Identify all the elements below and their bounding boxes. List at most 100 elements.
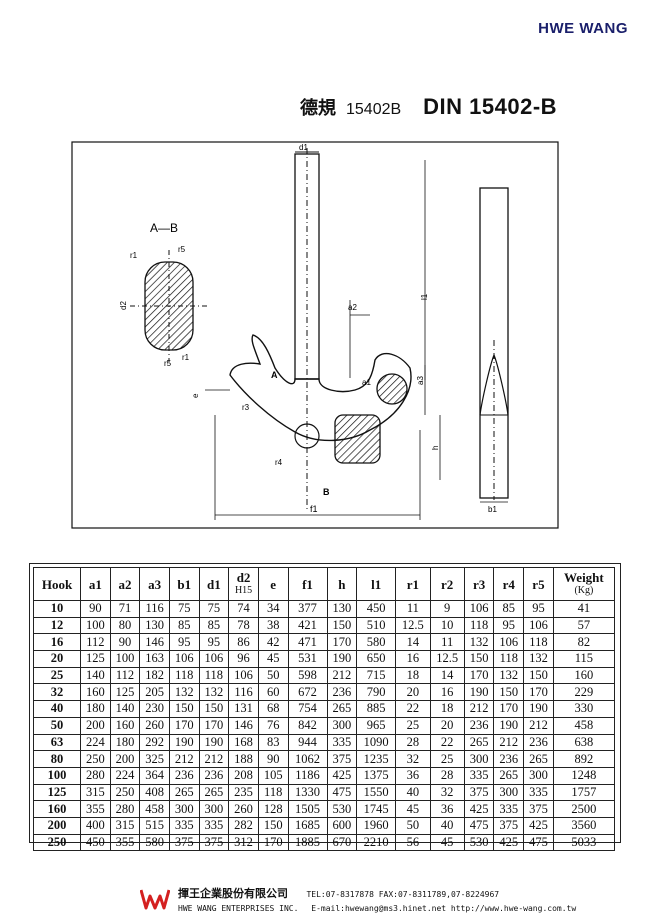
company-name-cn: 揮王企業股份有限公司: [178, 887, 288, 900]
table-cell: 408: [139, 783, 170, 802]
table-cell: 180: [80, 700, 111, 718]
table-cell: 132: [198, 683, 230, 702]
table-cell: 90: [257, 750, 289, 768]
table-cell: 50: [257, 666, 289, 685]
table-cell: 100: [109, 650, 141, 668]
table-cell: 132: [493, 666, 525, 685]
table-cell: 1330: [287, 783, 328, 802]
column-header-weight: Weight(Kg): [552, 567, 616, 601]
column-header-label: l1: [371, 576, 382, 592]
table-cell: 672: [287, 683, 328, 702]
table-cell: 12: [32, 616, 82, 635]
table-cell: 160: [552, 666, 616, 685]
table-cell: 63: [32, 733, 82, 752]
table-cell: 1550: [356, 783, 397, 802]
table-cell: 265: [493, 766, 525, 785]
table-cell: 40: [429, 816, 465, 835]
company-name-en: HWE WANG ENTERPRISES INC.: [178, 904, 299, 913]
table-cell: 125: [109, 683, 141, 702]
table-cell: 25: [395, 716, 431, 735]
svg-text:a3: a3: [416, 376, 425, 385]
svg-text:r1: r1: [130, 251, 138, 260]
table-cell: 28: [395, 733, 431, 752]
table-cell: 36: [429, 800, 465, 818]
table-cell: 20: [32, 650, 82, 668]
column-header-label: h: [338, 576, 346, 592]
column-header-label: r4: [502, 576, 515, 592]
table-cell: 11: [429, 633, 465, 652]
table-cell: 50: [395, 816, 431, 835]
svg-text:B: B: [323, 487, 330, 497]
table-cell: 95: [523, 600, 554, 618]
contact-email-web: E-mail:hwewang@ms3.hinet.net http://www.…: [311, 904, 577, 913]
table-cell: 790: [356, 683, 397, 702]
table-cell: 25: [429, 750, 465, 768]
column-header-r2: r2: [429, 567, 465, 601]
hook-body: [229, 334, 412, 442]
table-cell: 236: [168, 766, 200, 785]
table-cell: 128: [257, 800, 289, 818]
table-cell: 325: [139, 750, 170, 768]
table-cell: 18: [429, 700, 465, 718]
svg-text:l1: l1: [420, 293, 429, 300]
table-cell: 260: [139, 716, 170, 735]
table-cell: 510: [356, 616, 397, 635]
table-cell: 530: [326, 800, 358, 818]
table-cell: 14: [429, 666, 465, 685]
table-cell: 265: [326, 700, 358, 718]
table-cell: 18: [395, 666, 431, 685]
column-header-f1: f1: [287, 567, 328, 601]
table-cell: 1885: [287, 833, 328, 852]
table-cell: 150: [198, 700, 230, 718]
column-header-r5: r5: [523, 567, 554, 601]
table-cell: 229: [552, 683, 616, 702]
svg-text:d1: d1: [299, 143, 308, 152]
table-cell: 150: [257, 816, 289, 835]
section-label: A—B: [150, 221, 178, 235]
table-cell: 32: [429, 783, 465, 802]
table-cell: 265: [198, 783, 230, 802]
table-cell: 335: [493, 800, 525, 818]
table-cell: 1757: [552, 783, 616, 802]
table-cell: 190: [326, 650, 358, 668]
table-cell: 458: [552, 716, 616, 735]
table-cell: 400: [80, 816, 111, 835]
table-cell: 163: [139, 650, 170, 668]
table-cell: 170: [198, 716, 230, 735]
svg-text:f1: f1: [310, 504, 318, 514]
table-cell: 75: [198, 600, 230, 618]
table-cell: 236: [493, 750, 525, 768]
table-cell: 16: [395, 650, 431, 668]
table-cell: 250: [80, 750, 111, 768]
svg-text:a2: a2: [348, 303, 357, 312]
table-cell: 100: [32, 766, 82, 785]
table-cell: 90: [109, 633, 141, 652]
table-cell: 425: [523, 816, 554, 835]
hook-center-circle: [294, 423, 320, 449]
table-cell: 236: [326, 683, 358, 702]
contact-phone-fax: TEL:07-8317878 FAX:07-8311789,07-8224967: [306, 890, 500, 899]
table-cell: 80: [32, 750, 82, 768]
table-cell: 190: [463, 683, 495, 702]
table-cell: 650: [356, 650, 397, 668]
table-cell: 150: [168, 700, 200, 718]
table-cell: 106: [228, 666, 259, 685]
table-cell: 715: [356, 666, 397, 685]
table-cell: 132: [463, 633, 495, 652]
svg-text:r5: r5: [164, 359, 172, 368]
table-cell: 125: [80, 650, 111, 668]
table-cell: 10: [32, 600, 82, 618]
table-cell: 118: [493, 650, 525, 668]
table-cell: 150: [326, 616, 358, 635]
table-cell: 125: [32, 783, 82, 802]
table-cell: 96: [228, 650, 259, 668]
table-cell: 236: [523, 733, 554, 752]
table-cell: 515: [139, 816, 170, 835]
table-cell: 36: [395, 766, 431, 785]
table-cell: 1090: [356, 733, 397, 752]
table-cell: 146: [139, 633, 170, 652]
